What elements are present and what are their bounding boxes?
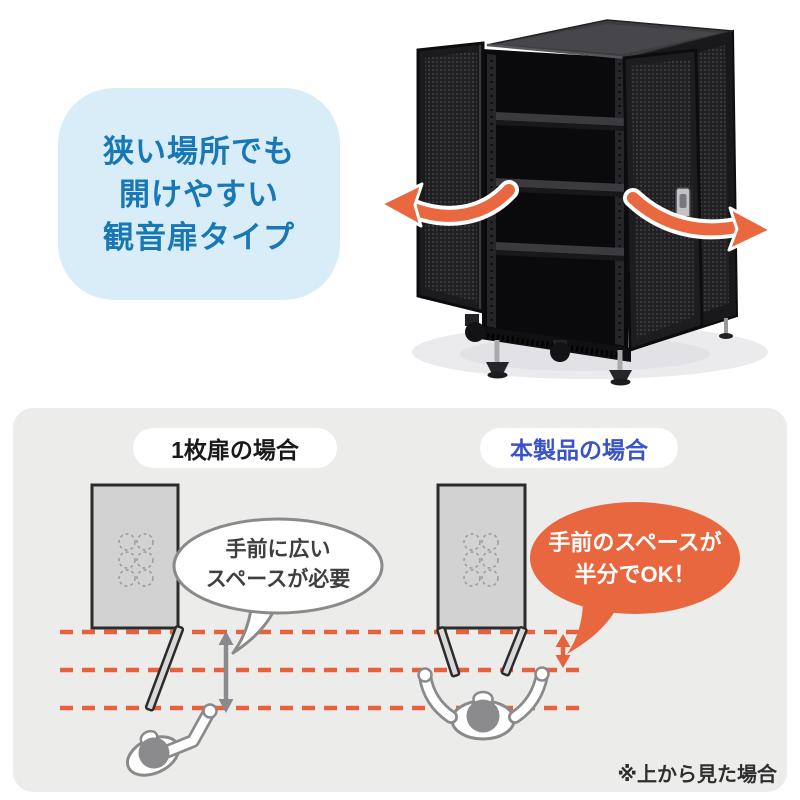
rack-shelf [496,178,624,197]
person-top-view-left-icon [125,707,215,777]
door-handle-left [202,703,218,719]
comparison-panel: 1枚扉の場合 本製品の場合 手前に広い スペースが必要 手前のスペースが 半分で… [13,408,787,792]
casters-and-feet [465,314,733,386]
label-this-product-case: 本製品の場合 [480,428,678,468]
space-measure-arrow-full-icon [218,631,234,713]
space-measure-arrow-half-icon [555,634,571,668]
door-swing-arrow-right-icon [623,188,773,252]
top-view-footnote: ※上から見た場合 [617,764,777,786]
label-single-door-case: 1枚扉の場合 [133,428,337,468]
cabinet-top-view-double-door [436,483,527,630]
person-top-view-right-icon [418,668,549,741]
door-swing-arrow-left-icon [379,180,519,228]
speech-bubble-left-text: 手前に広い スペースが必要 [205,538,351,591]
speech-bubble-right [530,502,740,654]
door-handle-right-2 [534,666,550,682]
single-door-open [144,625,185,712]
rack-right-door [622,48,704,353]
half-door-open-right [500,625,528,677]
rack-left-door [416,41,485,314]
headline-line-2: 開けやすい [119,176,279,212]
rack-shelf [496,112,624,131]
door-handle-right-1 [417,667,433,683]
headline-line-3: 観音扉タイプ [103,219,295,255]
server-rack-photo [379,19,773,386]
cabinet-top-view-single-door [90,483,180,630]
headline-bubble: 狭い場所でも 開けやすい 観音扉タイプ [58,88,340,300]
headline-line-1: 狭い場所でも [103,133,295,169]
speech-bubble-right-text: 手前のスペースが 半分でOK！ [548,530,722,587]
rack-top [486,19,734,60]
speech-bubble-left [172,517,384,655]
rack-interior [480,49,631,362]
rack-shelf [496,242,624,261]
top-view-diagram [60,483,740,777]
half-door-open-left [436,626,461,678]
